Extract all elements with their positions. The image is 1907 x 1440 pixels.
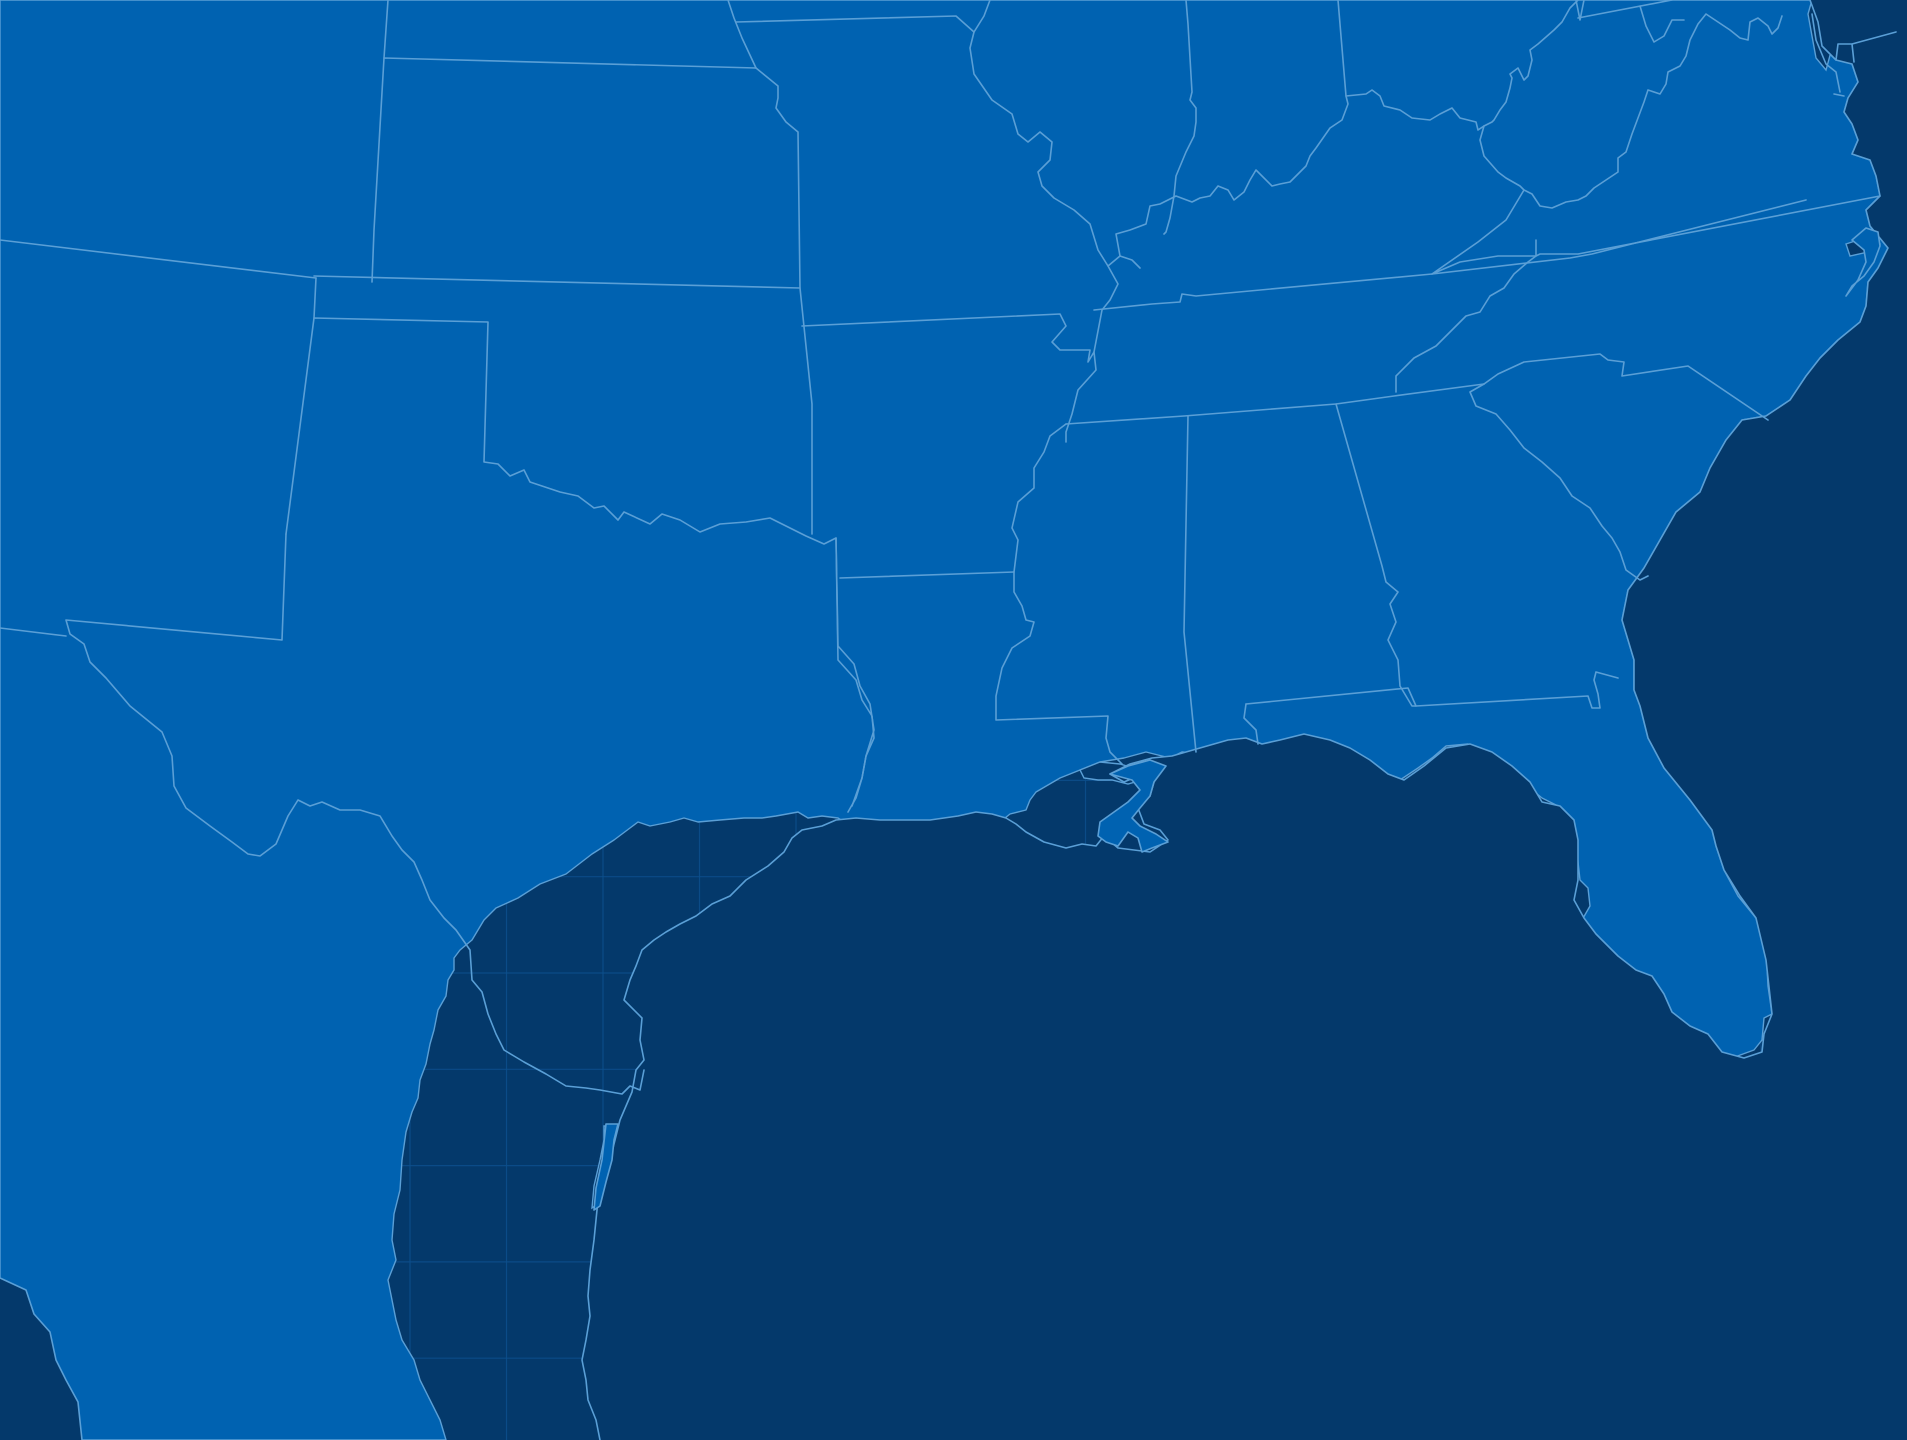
outer-banks (1845, 227, 1881, 297)
border-colorado-kansas (371, 57, 801, 289)
state-borders (0, 0, 1897, 1279)
pacific-corner (0, 1278, 82, 1440)
mississippi-delta (1097, 759, 1169, 853)
border-colorado-oklahoma (313, 277, 317, 319)
border-mississippi-alabama (1183, 415, 1197, 753)
border-tennessee-nc (1395, 239, 1537, 393)
border-alabama-georgia (1335, 403, 1417, 707)
border-alabama-florida (1245, 671, 1619, 709)
border-ohio-wv-pa (1575, 0, 1585, 21)
border-texas-panhandle (285, 317, 875, 813)
border-md-delaware (1835, 31, 1897, 63)
border-nm-mexico (0, 627, 67, 637)
gulf-of-mexico (582, 0, 1907, 1440)
border-arkansas-mississippi (995, 423, 1123, 765)
border-iowa-missouri (735, 15, 975, 33)
coastal-details (593, 227, 1881, 1211)
border-indiana-ohio (1337, 0, 1347, 97)
border-virginia-md-shore (1811, 13, 1845, 97)
border-kentucky-illinois-indiana (1115, 0, 1579, 257)
border-alabama-mobile (1243, 703, 1259, 745)
border-missouri-illinois (969, 0, 1141, 269)
border-virginia-kentucky-wv (1431, 13, 1783, 275)
border-illinois-indiana (1163, 0, 1197, 235)
border-nebraska-iowa (727, 0, 757, 69)
border-virginia-nc (1431, 195, 1881, 275)
border-tennessee-kentucky (1093, 199, 1807, 311)
border-georgia-sc (1469, 383, 1649, 581)
padre-island (593, 1123, 619, 1211)
border-arkansas-louisiana (839, 571, 1015, 579)
border-texas-west (65, 533, 645, 1095)
border-louisiana-texas (835, 537, 875, 807)
border-kansas-oklahoma (313, 275, 813, 535)
border-colorado-new-mexico (0, 239, 317, 279)
pacific-coastline (0, 1277, 83, 1440)
gulf-coastline (581, 0, 1889, 1440)
border-pa-md (1577, 0, 1685, 43)
border-nebraska-south-dakota (383, 0, 389, 59)
border-nc-sc (1483, 353, 1769, 421)
border-kentucky-wv (1479, 125, 1525, 191)
border-missouri-arkansas (801, 313, 1095, 363)
